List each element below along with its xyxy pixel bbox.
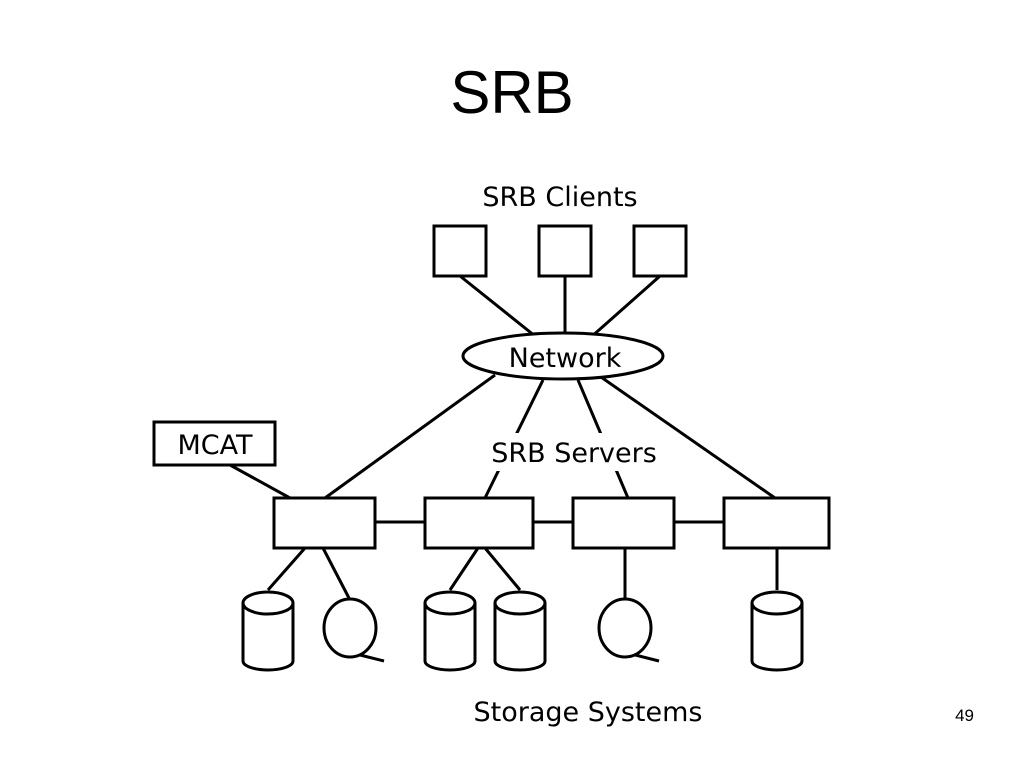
- link-server-1-tape-1: [321, 547, 352, 601]
- servers-label: SRB Servers: [491, 438, 657, 469]
- client-box-2: [537, 224, 593, 278]
- disk-icon: [750, 590, 804, 672]
- server-box-4: [722, 496, 831, 550]
- link-server-2-disk-2: [448, 547, 480, 591]
- client-box-3: [632, 224, 688, 278]
- disk-icon: [493, 590, 547, 672]
- network-ellipse: [461, 331, 665, 381]
- server-box-3: [571, 496, 676, 550]
- link-client-3-network: [589, 274, 661, 340]
- disk-icon: [241, 590, 295, 672]
- mcat-box: [152, 420, 277, 467]
- clients-label: SRB Clients: [482, 182, 637, 213]
- link-server-2-disk-3: [483, 547, 522, 591]
- server-box-1: [272, 496, 377, 550]
- link-client-1-network: [459, 274, 541, 342]
- page-number: 49: [955, 706, 974, 725]
- tape-icon: [597, 597, 660, 663]
- client-box-1: [432, 224, 488, 278]
- link-server-1-disk-1: [266, 547, 307, 591]
- network-label: Network: [509, 343, 622, 374]
- storage-label: Storage Systems: [474, 697, 703, 728]
- server-box-2: [423, 496, 535, 550]
- slide-title: SRB: [450, 59, 574, 126]
- tape-icon: [322, 597, 385, 663]
- link-network-server-4: [597, 373, 776, 500]
- mcat-label: MCAT: [177, 430, 253, 461]
- disk-icon: [423, 590, 477, 672]
- link-mcat-server-1: [229, 463, 291, 500]
- link-network-server-1: [324, 373, 496, 500]
